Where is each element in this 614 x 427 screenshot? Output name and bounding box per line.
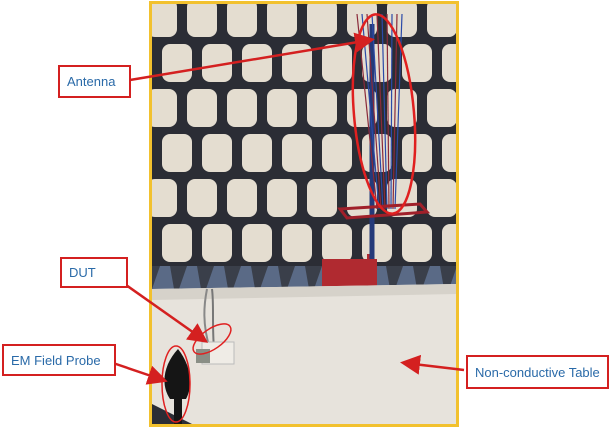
absorber-panel [242, 224, 272, 262]
absorber-panel [227, 89, 257, 127]
probe-label: EM Field Probe [11, 352, 101, 368]
absorber-panel [202, 224, 232, 262]
absorber-panel [227, 179, 257, 217]
antenna-highlight [351, 13, 417, 215]
absorber-panel [202, 44, 232, 82]
absorber-panel [362, 224, 392, 262]
absorber-panel [282, 44, 312, 82]
antenna-wire [392, 13, 398, 210]
non-conductive-table [152, 284, 456, 424]
absorber-panel [442, 224, 456, 262]
floor-cone [179, 266, 201, 289]
absorber-panel [442, 134, 456, 172]
antenna-wire [386, 13, 390, 210]
antenna-frame [337, 202, 431, 220]
absorber-panel [187, 4, 217, 37]
absorber-panel [307, 89, 337, 127]
absorber-panel [162, 134, 192, 172]
absorber-panel [322, 44, 352, 82]
dut-label: DUT [69, 265, 96, 280]
absorber-panel [267, 89, 297, 127]
antenna-wire [376, 13, 386, 210]
absorber-panel [242, 44, 272, 82]
floor-cone [287, 266, 309, 289]
table-label: Non-conductive Table [475, 364, 600, 380]
absorber-panel [227, 4, 257, 37]
absorber-panel [307, 179, 337, 217]
absorber-panel [242, 134, 272, 172]
absorber-panel [427, 89, 456, 127]
probe-callout: EM Field Probe [2, 344, 116, 376]
chamber-scene [152, 4, 456, 424]
absorber-panel [282, 224, 312, 262]
absorber-panel [402, 224, 432, 262]
absorber-panel [282, 134, 312, 172]
antenna-wire [390, 13, 393, 210]
floor-cone [233, 266, 255, 289]
absorber-panel [322, 224, 352, 262]
floor-cone [152, 266, 174, 289]
absorber-panel [162, 44, 192, 82]
antenna-label: Antenna [67, 74, 116, 89]
absorber-panel [402, 134, 432, 172]
absorber-panel [307, 4, 337, 37]
absorber-panel [267, 179, 297, 217]
antenna-callout: Antenna [58, 65, 131, 98]
absorber-panel [442, 44, 456, 82]
absorber-panel [187, 179, 217, 217]
em-field-probe [164, 349, 191, 399]
antenna-wire [381, 13, 388, 210]
anechoic-chamber-photo [149, 1, 459, 427]
floor-cone [449, 268, 456, 289]
floor-cone [260, 266, 282, 289]
absorber-panel [152, 179, 177, 217]
absorber-panel [402, 44, 432, 82]
table-callout: Non-conductive Table [466, 355, 609, 389]
absorber-panel [162, 224, 192, 262]
dut-callout: DUT [60, 257, 128, 288]
absorber-panel [187, 89, 217, 127]
absorber-panel [152, 4, 177, 37]
absorber-panel [267, 4, 297, 37]
absorber-panel [152, 89, 177, 127]
floor-cone [395, 266, 417, 289]
absorber-panel [322, 134, 352, 172]
floor-cone [206, 266, 228, 289]
absorber-panel [202, 134, 232, 172]
absorber-panel [427, 179, 456, 217]
floor-cone [422, 266, 444, 289]
absorber-panel [427, 4, 456, 37]
